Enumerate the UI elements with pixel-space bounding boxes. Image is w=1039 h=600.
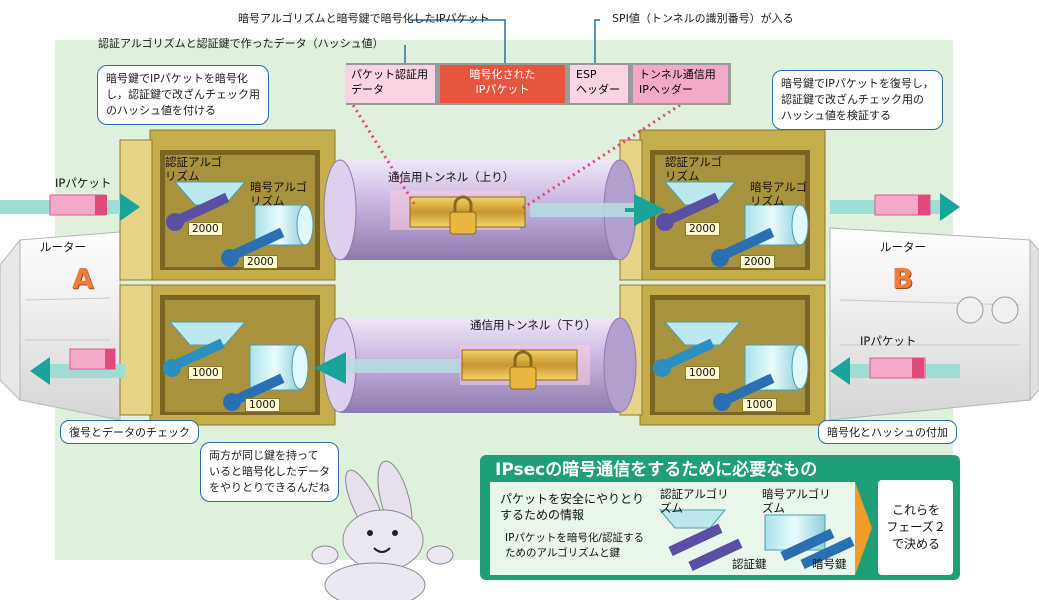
- packet-esp-header: ESP ヘッダー: [570, 65, 628, 103]
- packet-encrypted-line1: 暗号化された: [469, 68, 536, 81]
- tunnel-down-label: 通信用トンネル（下り）: [470, 318, 597, 332]
- summary-enc-algo: 暗号アルゴリズム: [762, 487, 831, 516]
- ip-packet-label-a-in: IPパケット: [55, 176, 112, 190]
- router-b-label: ルーター: [880, 240, 926, 254]
- summary-phase-line1: これらを: [891, 503, 940, 517]
- auth-key-icon-b-bottom: [653, 338, 715, 377]
- summary-info-line2: するための情報: [500, 508, 585, 522]
- encrypted-bar-down: [460, 345, 590, 390]
- summary-auth-algo: 認証アルゴリズム: [660, 487, 729, 516]
- packet-dotted-lines: [348, 99, 681, 212]
- encrypted-bar-up: [390, 190, 526, 235]
- callout-b-top-line3: ハッシュ値を検証する: [781, 108, 891, 122]
- label-spi: SPI値（トンネルの識別番号）が入る: [612, 12, 794, 25]
- packet-auth-data-line1: パケット認証用: [351, 68, 428, 81]
- packet-tunnel-hdr-line1: トンネル通信用: [639, 68, 716, 81]
- box-a-top-auth-algo: 認証アルゴリズム: [165, 155, 223, 184]
- ip-packet-out-a: [30, 348, 125, 385]
- callout-router-b-bottom: 暗号化とハッシュの付加: [818, 420, 957, 444]
- summary-auth-key: 認証鍵: [732, 557, 767, 571]
- callout-b-top-line1: 暗号鍵でIPパケットを復号し，: [781, 77, 934, 90]
- key-tag-a-bottom-enc: 1000: [245, 398, 280, 412]
- router-b-letter: B: [892, 262, 914, 295]
- funnel-icon-b-bottom: [663, 321, 742, 346]
- summary-panel: [480, 455, 960, 580]
- packet-encrypted-ip: 暗号化された IPパケット: [440, 65, 565, 103]
- rabbit-mascot: [311, 460, 454, 600]
- tunnel-up-label: 通信用トンネル（上り）: [388, 170, 515, 184]
- auth-key-icon-a-bottom: [163, 338, 225, 377]
- key-tag-a-bottom-auth: 1000: [188, 366, 223, 380]
- packet-tunnel-hdr-line2: IPヘッダー: [639, 82, 693, 96]
- key-tag-a-top-enc: 2000: [243, 255, 278, 269]
- label-connectors: [404, 19, 600, 65]
- key-tag-b-top-enc: 2000: [740, 255, 775, 269]
- enc-key-icon-a-bottom: [223, 373, 285, 411]
- ip-packet-label-b-in: IPパケット: [860, 334, 917, 348]
- callout-rabbit: 両方が同じ鍵を持って いると暗号化したデータ をやりとりできるんだね: [200, 442, 339, 502]
- funnel-icon-a-bottom: [168, 321, 247, 346]
- summary-info-line1: パケットを安全にやりとり: [500, 492, 645, 506]
- summary-phase-line2: フェーズ２: [886, 520, 946, 534]
- callout-router-b-top: 暗号鍵でIPパケットを復号し， 認証鍵で改ざんチェック用の ハッシュ値を検証する: [772, 70, 943, 130]
- packet-tunnel-ip-header: トンネル通信用 IPヘッダー: [633, 65, 728, 103]
- callout-a-top-line2: し，認証鍵で改ざんチェック用: [106, 87, 260, 101]
- callout-b-top-line2: 認証鍵で改ざんチェック用の: [781, 92, 924, 106]
- cylinder-icon-a-bottom: [249, 344, 309, 391]
- summary-enc-algo-icon: [764, 514, 855, 569]
- ip-packet-out-b: [830, 193, 960, 221]
- summary-paren-line2: ためのアルゴリズムと鍵: [505, 547, 621, 559]
- summary-auth-algo-icon: [658, 509, 743, 571]
- router-a-letter: A: [72, 262, 94, 295]
- key-tag-b-top-auth: 2000: [685, 222, 720, 236]
- enc-key-icon-b-bottom: [713, 373, 775, 411]
- key-tag-b-bottom-enc: 1000: [742, 398, 777, 412]
- summary-enc-key: 暗号鍵: [812, 557, 847, 571]
- packet-esp-line1: ESP: [576, 68, 597, 81]
- router-a-label: ルーター: [40, 240, 86, 254]
- callout-rabbit-line3: をやりとりできるんだね: [209, 480, 330, 494]
- key-tag-a-top-auth: 2000: [188, 222, 223, 236]
- callout-router-a-bottom: 復号とデータのチェック: [60, 420, 199, 444]
- box-b-top-auth-algo: 認証アルゴリズム: [665, 155, 723, 184]
- ip-packet-in-b: [830, 357, 960, 385]
- auth-key-icon-b-top: [656, 192, 720, 231]
- label-encrypted-packet: 暗号アルゴリズムと暗号鍵で暗号化したIPパケット: [238, 12, 490, 25]
- callout-router-a-top: 暗号鍵でIPパケットを暗号化 し，認証鍵で改ざんチェック用 のハッシュ値を付ける: [97, 65, 269, 125]
- box-b-top-enc-algo: 暗号アルゴリズム: [750, 180, 808, 209]
- router-b-server: [829, 227, 1039, 421]
- enc-key-icon-b-top: [711, 227, 775, 267]
- key-tag-b-bottom-auth: 1000: [685, 366, 720, 380]
- packet-encrypted-line2: IPパケット: [475, 82, 530, 96]
- router-a-server: [0, 231, 121, 421]
- box-a-top-enc-algo: 暗号アルゴリズム: [250, 180, 308, 209]
- auth-key-icon-a-top: [166, 192, 230, 231]
- packet-esp-line2: ヘッダー: [576, 82, 620, 96]
- summary-title: IPsecの暗号通信をするために必要なもの: [495, 460, 818, 480]
- packet-auth-data: パケット認証用 データ: [345, 65, 435, 103]
- enc-key-icon-a-top: [221, 227, 285, 267]
- ip-packet-in-a: [0, 193, 140, 221]
- callout-a-top-line3: のハッシュ値を付ける: [106, 103, 216, 117]
- summary-paren-line1: IPパケットを暗号化/認証する: [505, 532, 644, 544]
- callout-a-top-line1: 暗号鍵でIPパケットを暗号化: [106, 72, 248, 85]
- callout-rabbit-line2: いると暗号化したデータ: [209, 464, 330, 478]
- callout-rabbit-line1: 両方が同じ鍵を持って: [209, 449, 319, 462]
- summary-phase-line3: で決める: [891, 537, 940, 551]
- packet-auth-data-line2: データ: [351, 82, 384, 96]
- label-hash-value: 認証アルゴリズムと認証鍵で作ったデータ（ハッシュ値）: [98, 37, 384, 50]
